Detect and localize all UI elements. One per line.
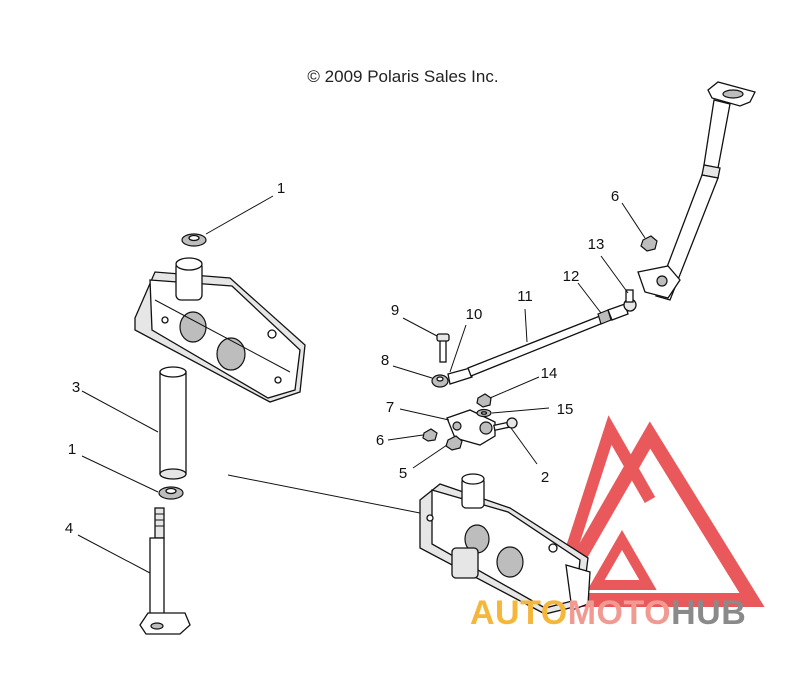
callout-10: 10 — [466, 306, 483, 323]
callout-14: 14 — [541, 365, 558, 382]
part-7-pitman-arm-bracket — [446, 409, 496, 446]
part-1-lower-bushing — [158, 486, 184, 500]
callout-11: 11 — [517, 288, 533, 305]
callout-13: 13 — [588, 236, 605, 253]
part-12-jam-nut — [597, 309, 612, 325]
callout-12: 12 — [563, 268, 580, 285]
watermark-part-1: AUTO — [470, 594, 568, 632]
part-4-lower-steering-post — [139, 507, 191, 635]
callout-3: 3 — [72, 379, 80, 396]
callout-1-upper: 1 — [277, 180, 285, 197]
part-6-nut-upper — [640, 235, 658, 252]
assembly-leader-line — [227, 474, 426, 515]
part-6-nut-lower — [422, 428, 438, 442]
part-15-washer — [476, 408, 492, 418]
part-11-tie-rod — [467, 315, 604, 377]
callout-1-lower: 1 — [68, 441, 76, 458]
part-9-bolt — [436, 333, 450, 363]
lower-steering-support-bracket — [419, 473, 591, 615]
callout-9: 9 — [391, 302, 399, 319]
copyright-text: © 2009 Polaris Sales Inc. — [307, 67, 498, 86]
part-13-rod-end — [607, 289, 637, 321]
part-14-nut — [476, 393, 492, 408]
watermark-logo-icon — [542, 415, 765, 607]
callout-2: 2 — [541, 469, 549, 486]
watermark-part-2: MOTO — [568, 594, 671, 632]
part-2-bolt — [493, 417, 518, 431]
callout-6-upper: 6 — [611, 188, 619, 205]
callout-5: 5 — [399, 465, 407, 482]
part-10-tie-rod-end — [447, 367, 473, 385]
callout-15: 15 — [557, 401, 574, 418]
callout-4: 4 — [65, 520, 73, 537]
part-1-upper-bushing — [181, 233, 207, 247]
watermark-part-3: HUB — [671, 594, 746, 632]
callout-8: 8 — [381, 352, 389, 369]
part-3-steering-tube — [159, 366, 187, 480]
leader-lines — [77, 195, 646, 574]
steering-column-shaft — [637, 81, 756, 301]
callout-7: 7 — [386, 399, 394, 416]
part-8-bushing — [431, 374, 449, 388]
callout-6-lower: 6 — [376, 432, 384, 449]
upper-steering-support-bracket — [134, 257, 306, 403]
watermark-text: AUTOMOTOHUB — [470, 594, 746, 632]
